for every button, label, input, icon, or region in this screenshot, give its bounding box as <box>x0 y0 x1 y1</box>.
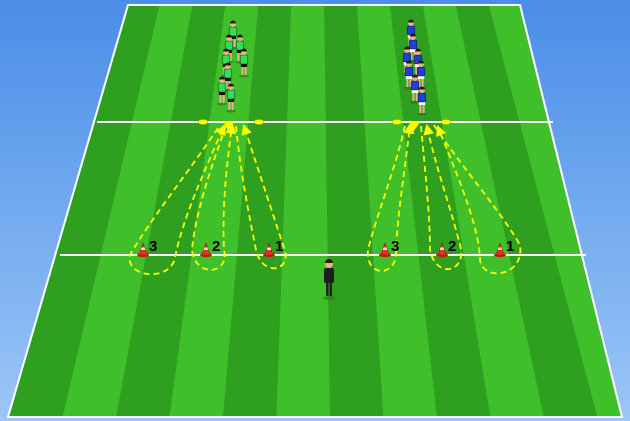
cone-number-label: 3 <box>391 238 399 255</box>
flat-marker-icon <box>254 120 264 125</box>
cone-number-label: 1 <box>275 238 283 255</box>
run-path-arrow <box>413 125 414 130</box>
flat-marker-icon <box>441 120 451 125</box>
flat-marker-icon <box>392 120 402 125</box>
cone-number-label: 2 <box>212 238 220 255</box>
cone-number-label: 3 <box>149 238 157 255</box>
flat-marker-icon <box>198 120 208 125</box>
cone-number-label: 1 <box>506 238 514 255</box>
cone-number-label: 2 <box>448 238 456 255</box>
